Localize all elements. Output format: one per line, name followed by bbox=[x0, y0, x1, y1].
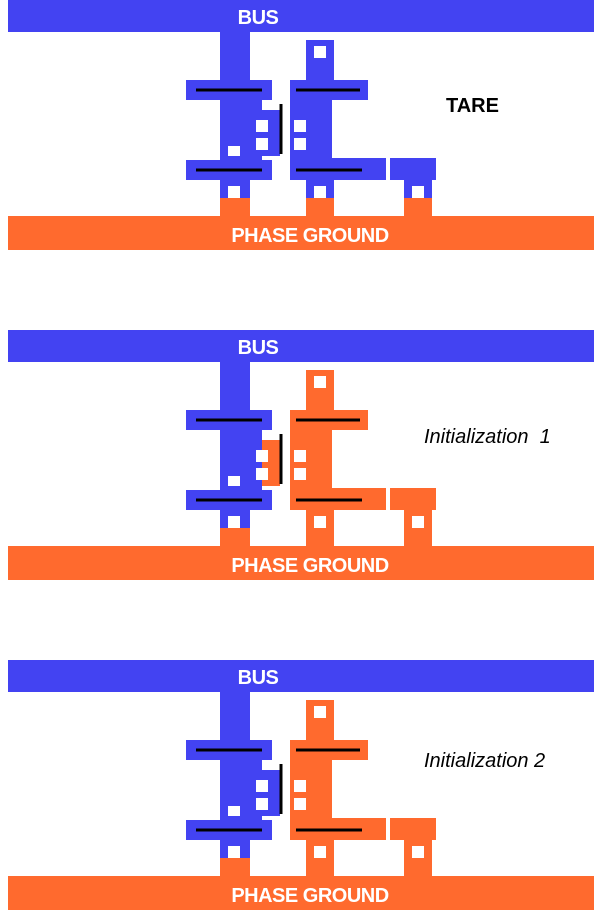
phase-ground-label: PHASE GROUND bbox=[231, 885, 388, 907]
bus-bar bbox=[8, 660, 594, 692]
bus-label: BUS bbox=[238, 7, 279, 29]
pad bbox=[256, 468, 268, 480]
pad bbox=[314, 706, 326, 718]
phase-ground-bar bbox=[8, 876, 594, 910]
far-right-cell bbox=[390, 488, 436, 510]
phase-ground-label: PHASE GROUND bbox=[231, 555, 388, 577]
left-body bbox=[220, 100, 262, 160]
pad bbox=[228, 476, 240, 486]
pad bbox=[294, 798, 306, 810]
ground-tab bbox=[404, 528, 432, 548]
pad bbox=[294, 468, 306, 480]
phase-ground-label: PHASE GROUND bbox=[231, 225, 388, 247]
pad bbox=[294, 450, 306, 462]
left-stem bbox=[220, 30, 250, 80]
pad bbox=[314, 846, 326, 858]
left-stem bbox=[220, 690, 250, 740]
initialization-2-diagram: BUS PHASE GROUND bbox=[8, 660, 594, 910]
ground-tab bbox=[306, 198, 334, 218]
pad bbox=[294, 138, 306, 150]
ground-tab bbox=[306, 528, 334, 548]
ground-tab bbox=[220, 858, 250, 878]
ground-tab bbox=[220, 198, 250, 218]
pad bbox=[412, 186, 424, 198]
pad bbox=[314, 46, 326, 58]
pad bbox=[256, 120, 268, 132]
ground-tab bbox=[404, 198, 432, 218]
phase-ground-bar bbox=[8, 546, 594, 580]
left-body bbox=[220, 430, 262, 490]
initialization-1-diagram: BUS PHASE GROUND bbox=[8, 330, 594, 580]
panel-caption: TARE bbox=[446, 95, 499, 117]
pad bbox=[314, 186, 326, 198]
pad bbox=[412, 846, 424, 858]
pad bbox=[228, 146, 240, 156]
bus-label: BUS bbox=[238, 667, 279, 689]
ground-tab bbox=[404, 858, 432, 878]
panel-caption: Initialization 1 bbox=[424, 426, 551, 448]
far-right-cell bbox=[390, 818, 436, 840]
pad bbox=[228, 516, 240, 528]
pad bbox=[228, 846, 240, 858]
left-body bbox=[220, 760, 262, 820]
panel-initialization-1: BUS PHASE GROUND Initialization 1 bbox=[0, 330, 594, 590]
bus-bar bbox=[8, 0, 594, 32]
left-stem bbox=[220, 360, 250, 410]
bus-label: BUS bbox=[238, 337, 279, 359]
pad bbox=[314, 516, 326, 528]
pad bbox=[256, 138, 268, 150]
pad bbox=[294, 780, 306, 792]
pad bbox=[412, 516, 424, 528]
panel-caption: Initialization 2 bbox=[424, 750, 546, 772]
panel-tare: BUS PHASE GROUND TARE bbox=[0, 0, 594, 260]
pad bbox=[314, 376, 326, 388]
panel-initialization-2: BUS PHASE GROUND Initialization 2 bbox=[0, 660, 594, 920]
pad bbox=[294, 120, 306, 132]
far-right-cell bbox=[390, 158, 436, 180]
pad bbox=[228, 186, 240, 198]
tare-diagram: BUS PHASE GROUND bbox=[8, 0, 594, 250]
pad bbox=[256, 780, 268, 792]
bus-bar bbox=[8, 330, 594, 362]
pad bbox=[228, 806, 240, 816]
phase-ground-bar bbox=[8, 216, 594, 250]
pad bbox=[256, 798, 268, 810]
ground-tab bbox=[220, 528, 250, 548]
pad bbox=[256, 450, 268, 462]
ground-tab bbox=[306, 858, 334, 878]
